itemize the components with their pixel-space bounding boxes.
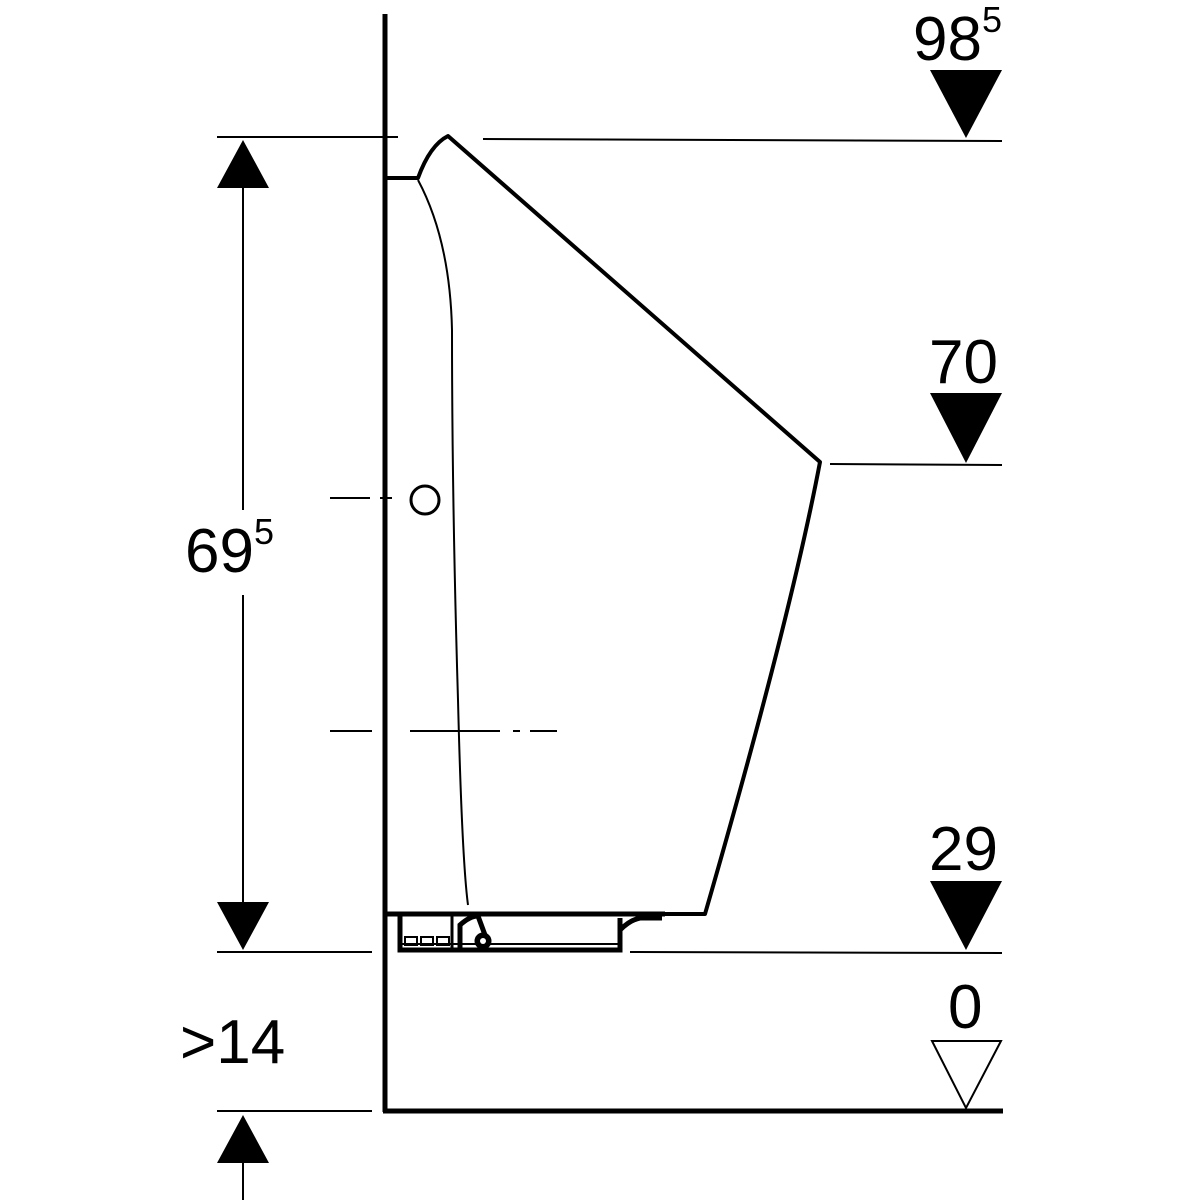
level-marker-top-icon xyxy=(930,70,1002,138)
arrow-up-icon xyxy=(217,140,269,188)
level-marker-bottom-icon xyxy=(930,881,1002,950)
supply-connection-icon xyxy=(409,484,441,516)
level-bottom-label: 29 xyxy=(929,815,998,884)
bottom-bracket xyxy=(387,911,665,953)
clearance-label: >14 xyxy=(180,1008,285,1077)
extension-lines xyxy=(217,136,1003,1112)
level-rim-label: 70 xyxy=(929,328,998,397)
height-dimension-label: 695 xyxy=(185,511,274,586)
urinal-inner-contour xyxy=(417,179,469,906)
clearance-dimension xyxy=(217,1115,269,1200)
level-marker-floor-icon xyxy=(930,1040,1003,1111)
height-dimension xyxy=(217,140,269,950)
level-floor-label: 0 xyxy=(948,973,982,1042)
centerline-markers xyxy=(330,497,557,732)
level-marker-rim-icon xyxy=(930,393,1002,463)
urinal-outline xyxy=(387,134,822,916)
arrow-down-icon xyxy=(217,902,269,950)
arrow-up-icon xyxy=(217,1115,269,1163)
level-top-label: 985 xyxy=(913,0,1002,74)
